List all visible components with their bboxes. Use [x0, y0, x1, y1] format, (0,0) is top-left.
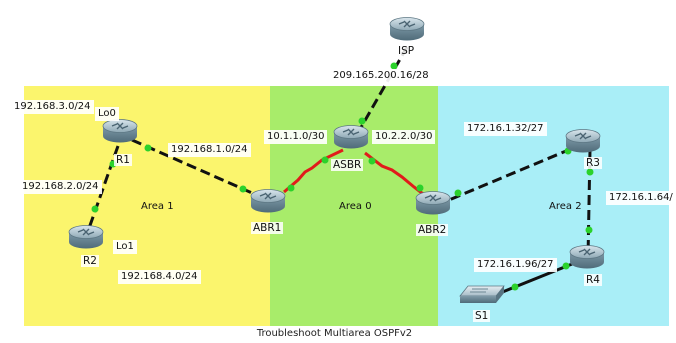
switch-s1[interactable] [458, 284, 506, 310]
router-abr1[interactable] [248, 184, 288, 220]
router-icon [565, 129, 601, 153]
area-label-2: Area 2 [549, 201, 582, 212]
link-abr2-r3 [436, 144, 579, 207]
network-label-asbr-abr2: 10.2.2.0/30 [372, 130, 436, 144]
router-r2[interactable] [66, 220, 106, 256]
area-label-1: Area 1 [141, 201, 174, 212]
router-icon [415, 191, 451, 215]
network-label-r1-r2: 192.168.2.0/24 [19, 180, 102, 194]
device-label-r1: R1 [114, 154, 132, 166]
switch-icon [459, 285, 505, 303]
device-label-isp: ISP [396, 45, 417, 57]
device-label-abr2: ABR2 [416, 224, 449, 236]
diagram-title: Troubleshoot Multiarea OSPFv2 [256, 328, 413, 339]
device-label-r3: R3 [584, 157, 602, 169]
network-label-isp-asbr: 209.165.200.16/28 [330, 69, 432, 83]
network-label-abr2-r3: 172.16.1.32/27 [464, 122, 547, 136]
router-icon [250, 189, 286, 213]
device-label-s1: S1 [473, 310, 491, 322]
area-1-region [24, 86, 270, 326]
router-r4[interactable] [567, 240, 607, 276]
network-label-r3-r4: 172.16.1.64/ [606, 191, 676, 205]
device-label-r4: R4 [584, 274, 602, 286]
port-status-dots [91, 62, 594, 291]
network-label-r1-abr1: 192.168.1.0/24 [168, 143, 251, 157]
router-isp[interactable] [387, 12, 427, 48]
device-label-abr1: ABR1 [251, 222, 284, 234]
area-label-0: Area 0 [339, 201, 372, 212]
loopback-network-r1: 192.168.3.0/24 [11, 100, 94, 114]
router-icon [333, 125, 369, 149]
router-abr2[interactable] [413, 186, 453, 222]
loopback-network-r2: 192.168.4.0/24 [118, 270, 201, 284]
device-label-asbr: ASBR [331, 159, 364, 171]
router-r3[interactable] [563, 124, 603, 160]
loopback-label-r1: Lo0 [95, 107, 119, 121]
router-asbr[interactable] [331, 120, 371, 156]
router-icon [102, 119, 138, 143]
loopback-label-r2: Lo1 [113, 240, 137, 254]
router-icon [569, 245, 605, 269]
network-label-s1-r4: 172.16.1.96/27 [474, 258, 557, 272]
link-asbr-abr2 [364, 151, 428, 199]
device-label-r2: R2 [81, 255, 99, 267]
router-icon [389, 17, 425, 41]
router-r1[interactable] [100, 114, 140, 150]
network-label-asbr-abr1: 10.1.1.0/30 [264, 130, 328, 144]
router-icon [68, 225, 104, 249]
